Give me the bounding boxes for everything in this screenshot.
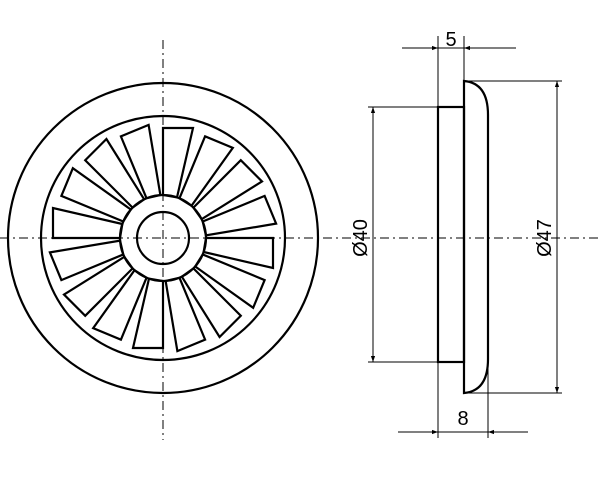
dim-flange-depth-label: 5 (445, 29, 456, 51)
dim-total-depth-label: 8 (457, 408, 468, 430)
grille-circle (39, 114, 287, 362)
grille-blade (131, 277, 165, 350)
front-view (6, 81, 320, 395)
grille-blade (180, 266, 243, 339)
grille-blade (83, 137, 146, 210)
blades-group (48, 123, 278, 353)
grille-blade (191, 158, 264, 221)
grille-blade (91, 268, 148, 342)
grille-blade (193, 253, 267, 310)
grille-blade (201, 194, 278, 237)
grille-blade (59, 166, 133, 223)
center-hole-circle (135, 210, 191, 266)
grille-blade (161, 126, 195, 199)
grille-blade (51, 206, 124, 240)
side-view: 5 8 Ø40 Ø47 (350, 29, 562, 438)
grille-blade (164, 276, 207, 353)
grille-blade (62, 255, 135, 318)
dim-inner-diameter-label: Ø40 (350, 219, 372, 257)
grille-blade (178, 134, 235, 208)
grille-blade (202, 236, 275, 270)
grille-blade (119, 123, 162, 200)
domed-cover (462, 79, 490, 395)
grille-blade (48, 239, 125, 282)
outer-rim-circle (6, 81, 320, 395)
dim-outer-diameter-label: Ø47 (534, 219, 556, 257)
flange-body (436, 105, 466, 364)
